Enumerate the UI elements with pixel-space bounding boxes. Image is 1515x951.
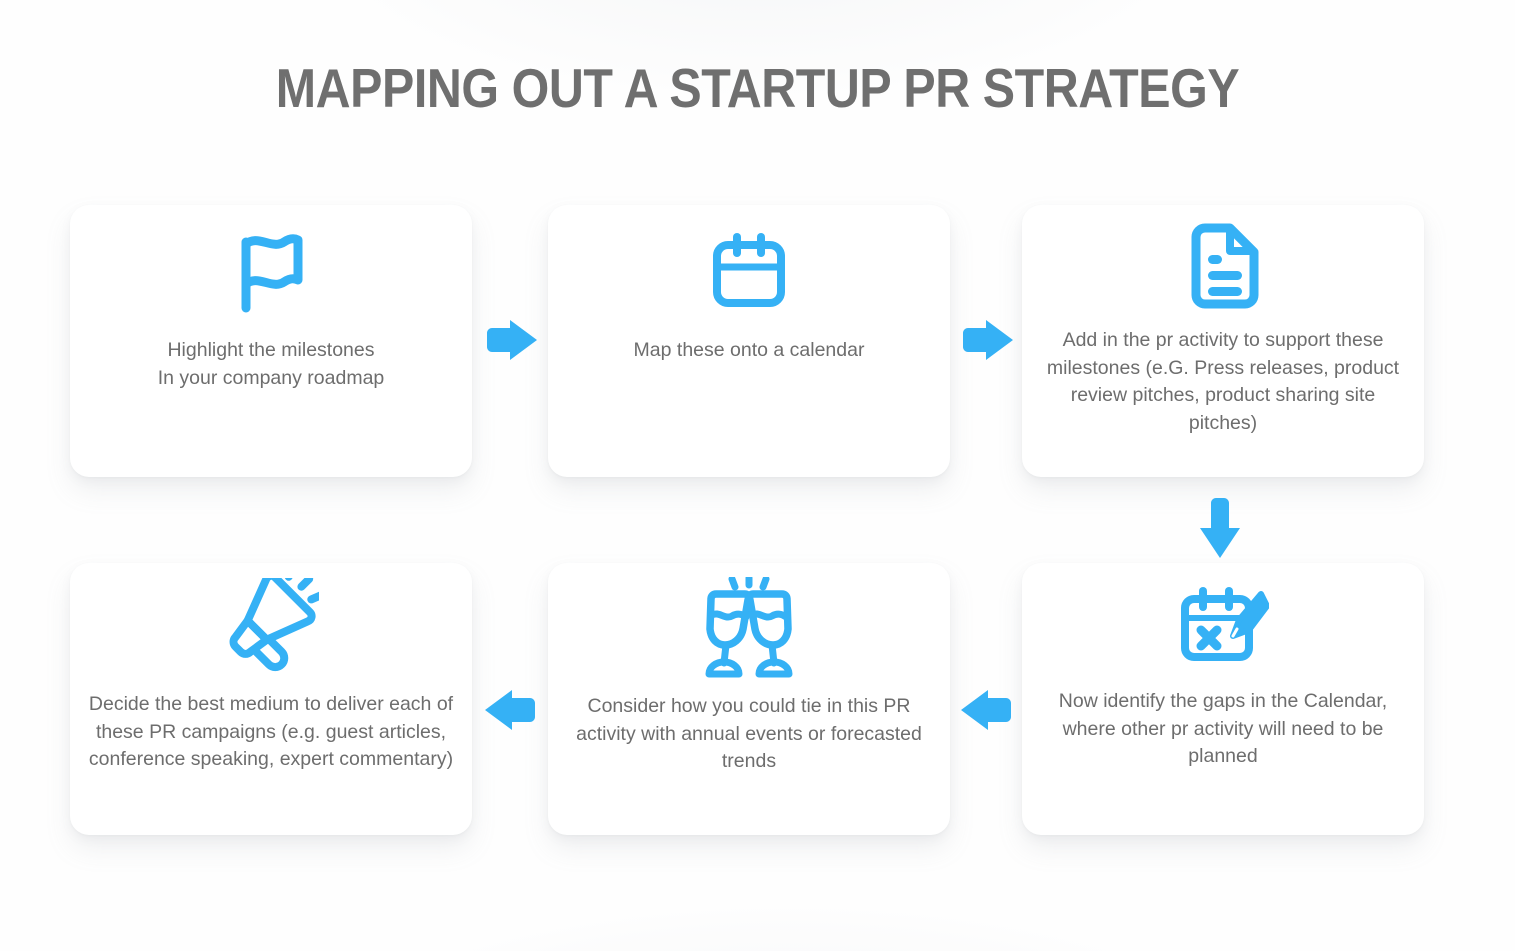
flow-card-1[interactable]: Highlight the milestones In your company…	[70, 205, 472, 477]
flow-card-6-text: Decide the best medium to deliver each o…	[88, 693, 454, 771]
arrow-down-icon	[1196, 498, 1244, 560]
arrow-right-icon	[483, 318, 539, 362]
arrow-right-icon	[959, 318, 1015, 362]
flow-card-4-text: Now identify the gaps in the Calendar, w…	[1058, 690, 1388, 768]
flow-card-1-text: Highlight the milestones In your company…	[157, 339, 385, 389]
page-title: MAPPING OUT A STARTUP PR STRATEGY	[275, 57, 1240, 119]
megaphone-icon	[70, 563, 472, 691]
flow-card-2[interactable]: Map these onto a calendar	[548, 205, 950, 477]
arrow-left-icon	[959, 688, 1015, 732]
calendar-icon	[548, 205, 950, 337]
calendar-edit-icon	[1022, 563, 1424, 688]
flow-card-4[interactable]: Now identify the gaps in the Calendar, w…	[1022, 563, 1424, 835]
flag-icon	[70, 205, 472, 337]
cheers-glasses-icon	[548, 563, 950, 693]
flow-card-3[interactable]: Add in the pr activity to support these …	[1022, 205, 1424, 477]
flow-card-6[interactable]: Decide the best medium to deliver each o…	[70, 563, 472, 835]
arrow-left-icon	[483, 688, 539, 732]
flow-card-3-text: Add in the pr activity to support these …	[1046, 329, 1400, 435]
flow-card-2-text: Map these onto a calendar	[633, 339, 865, 361]
document-icon	[1022, 205, 1424, 327]
flow-card-5[interactable]: Consider how you could tie in this PR ac…	[548, 563, 950, 835]
flow-card-5-text: Consider how you could tie in this PR ac…	[576, 695, 922, 773]
